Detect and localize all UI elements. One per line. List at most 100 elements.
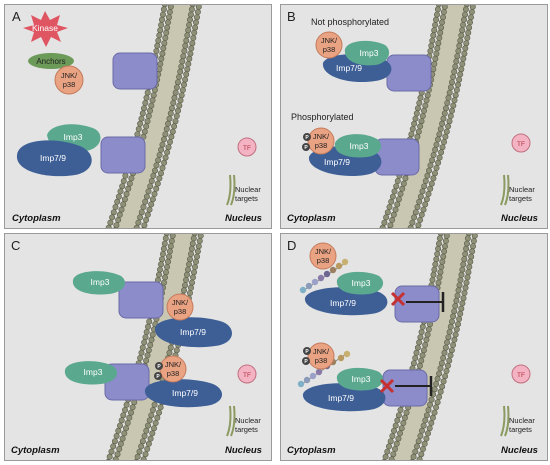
- lipid-head: [461, 256, 468, 263]
- lipid-head: [462, 250, 469, 257]
- lipid-head: [168, 238, 175, 245]
- lipid-head: [138, 349, 145, 356]
- lipid-head: [454, 53, 461, 60]
- lipid-head: [105, 224, 112, 228]
- lipid-head: [165, 19, 172, 26]
- lipid-head: [186, 21, 193, 28]
- lipid-head: [112, 456, 119, 460]
- nuclear-targets-dna: Nuclear targets: [500, 405, 535, 437]
- lipid-head: [141, 433, 148, 440]
- lipid-head: [460, 261, 467, 268]
- lipid-head: [169, 128, 176, 135]
- lipid-head: [421, 183, 428, 190]
- svg-text:P: P: [156, 374, 160, 380]
- lipid-head: [468, 14, 475, 21]
- lipid-head: [155, 37, 162, 44]
- lipid-head: [159, 50, 166, 57]
- lipid-head: [142, 198, 149, 205]
- membrane: [381, 234, 478, 460]
- lipid-head: [177, 97, 184, 104]
- lipid-head: [411, 120, 418, 127]
- lipid-head: [151, 425, 158, 432]
- lipid-head: [433, 50, 440, 57]
- svg-text:Imp7/9: Imp7/9: [40, 153, 66, 163]
- svg-text:P: P: [304, 145, 308, 151]
- lipid-head: [455, 321, 462, 328]
- lipid-head: [432, 21, 439, 28]
- lipid-head: [455, 81, 462, 88]
- lipid-head: [436, 274, 443, 281]
- lipid-head: [184, 32, 191, 39]
- lipid-head: [194, 253, 201, 260]
- lipid-head: [119, 183, 126, 190]
- lipid-head: [463, 40, 470, 47]
- nuclear-pore-upper: [118, 281, 164, 319]
- lipid-head: [441, 349, 448, 356]
- lipid-head: [182, 76, 189, 83]
- lipid-head: [436, 34, 443, 41]
- phosphate-groups: P P: [154, 362, 163, 380]
- lipid-head: [414, 204, 421, 211]
- lipid-head: [166, 9, 173, 16]
- lipid-head: [425, 430, 432, 437]
- lipid-head: [161, 136, 168, 143]
- lipid-head: [184, 66, 191, 73]
- lipid-head: [159, 16, 166, 23]
- lipid-head: [120, 201, 127, 208]
- panel-letter: B: [287, 9, 296, 24]
- lipid-head: [386, 443, 393, 450]
- lipid-head: [436, 394, 443, 401]
- lipid-head: [461, 289, 468, 296]
- lipid-head: [139, 438, 146, 445]
- lipid-head: [407, 224, 414, 228]
- lipid-head: [190, 34, 197, 41]
- lipid-head: [194, 248, 201, 255]
- lipid-head: [194, 9, 201, 16]
- anchors: Anchors: [28, 53, 74, 69]
- nuclear-pore-lower: [100, 136, 146, 174]
- lipid-head: [416, 456, 423, 460]
- lipid-head: [121, 430, 128, 437]
- lipid-head: [158, 170, 165, 177]
- lipid-head: [394, 417, 401, 424]
- lipid-head: [414, 443, 421, 450]
- lipid-head: [436, 154, 443, 161]
- lipid-head: [441, 139, 448, 146]
- lipid-head: [188, 11, 195, 18]
- lipid-head: [176, 102, 183, 109]
- lipid-head: [429, 414, 436, 421]
- lipid-head: [149, 97, 156, 104]
- lipid-head: [117, 422, 124, 429]
- imp7-9-upper: Imp7/9: [154, 317, 233, 348]
- lipid-head: [166, 115, 173, 122]
- svg-text:JNK/: JNK/: [313, 347, 330, 356]
- lipid-head: [140, 456, 147, 460]
- lipid-head: [418, 357, 425, 364]
- lipid-head: [409, 126, 416, 133]
- lipid-head: [148, 178, 155, 185]
- lipid-head: [430, 152, 437, 159]
- lipid-head: [458, 32, 465, 39]
- lipid-head: [381, 219, 388, 226]
- lipid-head: [173, 113, 180, 120]
- svg-text:Imp7/9: Imp7/9: [330, 298, 356, 308]
- svg-text:JNK/: JNK/: [61, 71, 78, 80]
- svg-text:Nuclear: Nuclear: [509, 185, 535, 194]
- lipid-head: [178, 92, 185, 99]
- lipid-head: [456, 42, 463, 49]
- panel-letter: A: [12, 9, 21, 24]
- lipid-head: [439, 258, 446, 265]
- panel-a-canvas: A Kinase Anchors JNK/ p38 Imp3 Imp7/9 TF…: [12, 5, 262, 228]
- svg-text:Anchors: Anchors: [36, 57, 65, 66]
- lipid-head: [157, 60, 164, 67]
- lipid-head: [121, 196, 128, 203]
- lipid-head: [135, 219, 142, 226]
- lipid-head: [430, 32, 437, 39]
- lipid-head: [464, 34, 471, 41]
- lipid-head: [397, 191, 404, 198]
- lipid-head: [118, 417, 125, 424]
- lipid-head: [187, 256, 194, 263]
- lipid-head: [422, 201, 429, 208]
- inhibitor-bar-lower: [395, 376, 433, 396]
- lipid-head: [427, 162, 434, 169]
